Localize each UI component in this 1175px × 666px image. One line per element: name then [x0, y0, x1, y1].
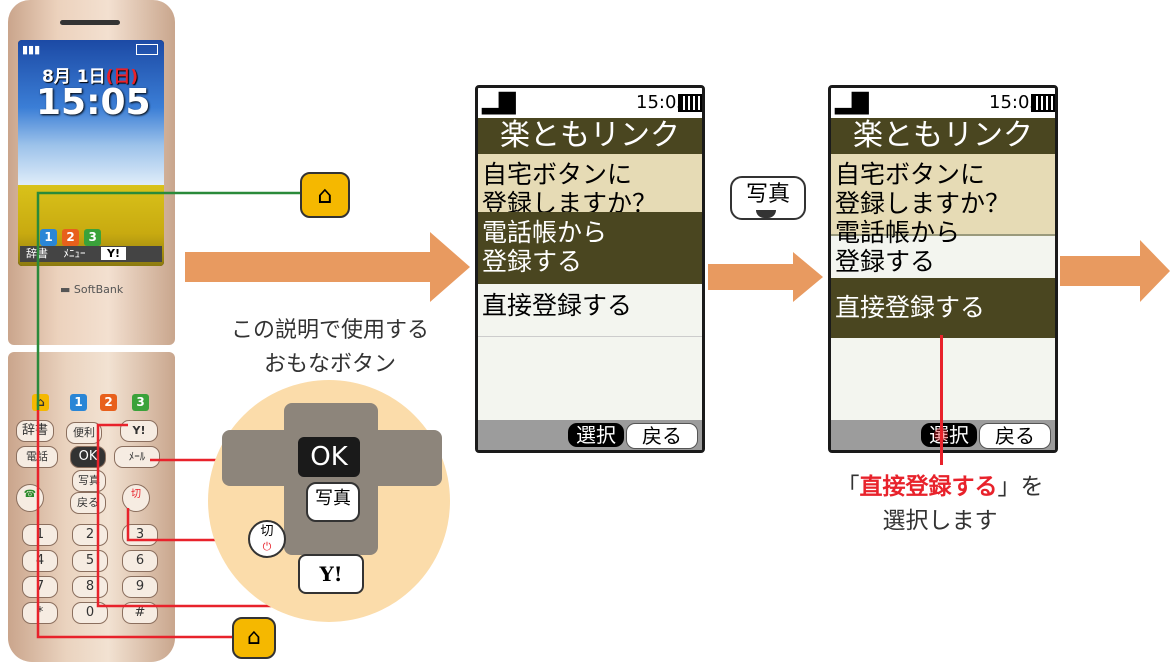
- key-convenience[interactable]: 便利: [66, 422, 102, 444]
- screen-title: 楽ともリンク: [831, 118, 1055, 154]
- status-time: 15:05: [636, 92, 688, 113]
- phone-battery-icon: [136, 44, 158, 55]
- key-0[interactable]: 0: [72, 602, 108, 624]
- power-icon: ⏻: [262, 540, 272, 553]
- legend-title: この説明で使用する おもなボタン: [230, 318, 429, 377]
- softkey-bar: 選択 戻る: [478, 420, 702, 450]
- phone-screen-chip-1: 1: [40, 229, 57, 246]
- phone-screen: ▮▮▮ 8月 1日(日) 15:05 1 2 3 辞書 ﾒﾆｭｰ Y!: [18, 40, 164, 266]
- softkey-back[interactable]: 戻る: [626, 423, 698, 449]
- key-star[interactable]: *: [22, 602, 58, 624]
- ok-button[interactable]: OK: [298, 437, 360, 477]
- softkey-select[interactable]: 選択: [568, 423, 624, 447]
- caption-line2: 選択します: [882, 508, 998, 534]
- screen-title: 楽ともリンク: [478, 118, 702, 154]
- call-key-icon[interactable]: ☎: [16, 484, 44, 512]
- key-7[interactable]: 7: [22, 576, 58, 598]
- yahoo-button-icon[interactable]: Y!: [298, 554, 364, 594]
- option-phonebook[interactable]: 電話帳から登録する: [478, 212, 702, 284]
- arrow-right-2: [708, 252, 823, 302]
- red-end-line: [126, 508, 248, 542]
- home-button-icon-bottom[interactable]: ⌂: [232, 617, 276, 659]
- phone-clock: 15:05: [36, 82, 151, 123]
- key-shortcut-1[interactable]: 1: [70, 394, 87, 411]
- yahoo-softkey-icon: Y!: [101, 247, 126, 260]
- status-bar: ▂▇ 15:05: [478, 88, 702, 118]
- phone-signal-icon: ▮▮▮: [22, 43, 41, 56]
- option-phonebook[interactable]: 電話帳から登録する: [831, 212, 1055, 285]
- option-direct[interactable]: 直接登録する: [478, 286, 702, 337]
- arrow-right-1: [185, 232, 470, 302]
- screen-step-2: ▂▇ 15:05 楽ともリンク 自宅ボタンに 登録しますか？ 電話帳から登録する…: [828, 85, 1058, 453]
- arrow-right-3: [1060, 240, 1170, 302]
- phone-weekday: (日): [105, 67, 139, 87]
- phone-speaker: [60, 20, 120, 25]
- signal-icon: ▂▇: [482, 90, 516, 115]
- phone-softkey-menu: ﾒﾆｭｰ: [63, 247, 86, 260]
- end-call-button[interactable]: 切⏻: [248, 520, 286, 558]
- key-9[interactable]: 9: [122, 576, 158, 598]
- signal-icon: ▂▇: [835, 90, 869, 115]
- key-4[interactable]: 4: [22, 550, 58, 572]
- key-shortcut-2[interactable]: 2: [100, 394, 117, 411]
- green-home-line: [36, 191, 300, 410]
- phone-brand: ▬ SoftBank: [60, 283, 124, 296]
- phone-screen-chip-2: 2: [62, 229, 80, 246]
- softkey-select[interactable]: 選択: [921, 423, 977, 447]
- status-bar: ▂▇ 15:05: [831, 88, 1055, 118]
- key-6[interactable]: 6: [122, 550, 158, 572]
- key-shortcut-3[interactable]: 3: [132, 394, 149, 411]
- softkey-back[interactable]: 戻る: [979, 423, 1051, 449]
- softkey-bar: 選択 戻る: [831, 420, 1055, 450]
- key-1[interactable]: 1: [22, 524, 58, 546]
- pointer-line: [940, 335, 943, 465]
- battery-icon: [1031, 94, 1055, 112]
- red-home-line: [36, 410, 232, 639]
- photo-button[interactable]: 写真: [306, 482, 360, 522]
- caption: 「直接登録する」を 選択します: [830, 470, 1050, 538]
- key-mail[interactable]: ﾒｰﾙ: [114, 446, 160, 468]
- wallpaper-sky: [18, 40, 164, 190]
- option-direct-selected[interactable]: 直接登録する: [831, 278, 1055, 338]
- battery-icon: [678, 94, 702, 112]
- phone-keypad-half: ⌂ 1 2 3 辞書 便利 Y! OK 電話 ﾒｰﾙ 写真 戻る ☎ 切 1 2…: [8, 352, 175, 662]
- status-time: 15:05: [989, 92, 1041, 113]
- phone-date: 8月 1日: [42, 67, 106, 87]
- yahoo-key-icon[interactable]: Y!: [120, 420, 158, 442]
- screen-step-1: ▂▇ 15:05 楽ともリンク 自宅ボタンに 登録しますか？ 電話帳から登録する…: [475, 85, 705, 453]
- home-key-icon[interactable]: ⌂: [32, 394, 49, 411]
- tap-indicator: [934, 428, 948, 442]
- question: 自宅ボタンに 登録しますか？: [831, 154, 1055, 236]
- caption-highlight: 直接登録する: [859, 474, 998, 500]
- key-end[interactable]: 切: [122, 484, 150, 512]
- phone-screen-shortcuts: 1 2 3: [40, 226, 102, 246]
- chevron-down-icon: [756, 210, 776, 218]
- home-button-icon[interactable]: ⌂: [300, 172, 350, 218]
- key-hash[interactable]: #: [122, 602, 158, 624]
- key-dictionary[interactable]: 辞書: [16, 420, 54, 442]
- phone-screen-chip-3: 3: [84, 229, 102, 246]
